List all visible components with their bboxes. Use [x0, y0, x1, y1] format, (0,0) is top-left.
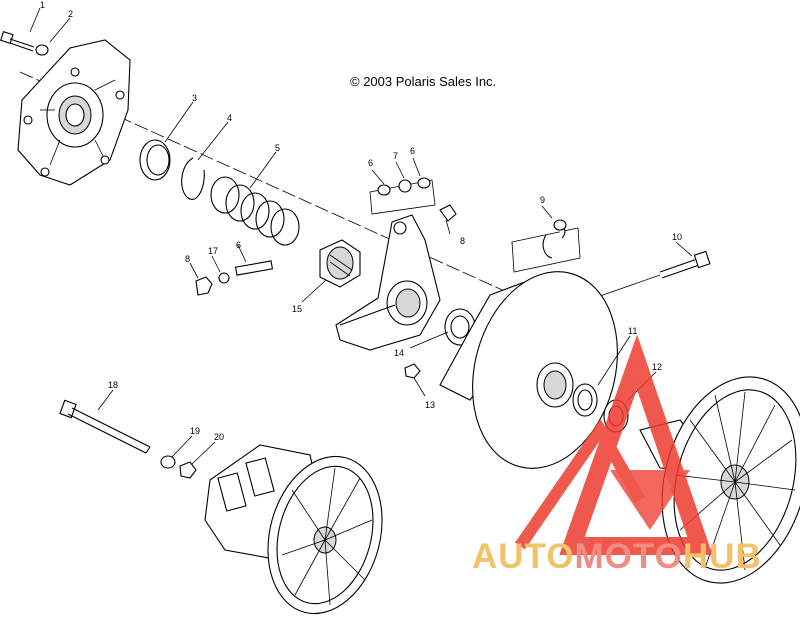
- watermark-logo: [515, 334, 713, 555]
- washer-part: [35, 44, 49, 56]
- callout-6b: 6: [410, 146, 415, 156]
- callout-10: 10: [672, 232, 682, 242]
- bushing-part: [511, 219, 581, 273]
- callout-3: 3: [192, 93, 197, 103]
- callout-13: 13: [425, 400, 435, 410]
- callout-20: 20: [214, 432, 224, 442]
- pin-group: [195, 260, 274, 296]
- callout-1: 1: [40, 0, 45, 10]
- bolt-18: [59, 399, 151, 454]
- spring-part: [210, 176, 300, 246]
- snap-ring: [181, 157, 205, 200]
- washer-19: [160, 455, 176, 469]
- bearing-ring: [139, 139, 171, 181]
- callout-18: 18: [108, 380, 118, 390]
- watermark-text: AUTOMOTOHUB: [472, 537, 762, 576]
- callout-4: 4: [227, 113, 232, 123]
- spider-arm: [335, 214, 441, 351]
- callout-6c: 6: [236, 240, 241, 250]
- watermark-part-moto: MOTO: [575, 537, 683, 576]
- ring-11: [572, 383, 598, 417]
- callout-11: 11: [628, 326, 637, 336]
- long-bolt: [659, 250, 711, 279]
- callout-14: 14: [394, 348, 404, 358]
- callout-8a: 8: [185, 254, 190, 264]
- nut-13: [404, 363, 421, 379]
- bolt-part: [0, 30, 35, 52]
- callout-12: 12: [652, 362, 662, 372]
- callout-9: 9: [540, 195, 545, 205]
- roller-parts: [369, 177, 436, 215]
- callout-2: 2: [68, 9, 73, 19]
- copyright-text: © 2003 Polaris Sales Inc.: [350, 74, 496, 89]
- callout-5: 5: [275, 143, 280, 153]
- callout-15: 15: [292, 304, 302, 314]
- callout-17: 17: [208, 246, 218, 256]
- cover-plate: [17, 39, 131, 186]
- callout-8b: 8: [460, 236, 465, 246]
- callout-6a: 6: [368, 158, 373, 168]
- movable-sheave: [439, 271, 618, 469]
- watermark-part-hub: HUB: [683, 537, 762, 576]
- nut-20: [179, 461, 197, 479]
- cam-nut: [319, 239, 361, 288]
- axis-line-right: [599, 274, 661, 297]
- assembled-clutch: [204, 444, 383, 615]
- callout-19: 19: [190, 426, 200, 436]
- callout-7: 7: [393, 151, 398, 161]
- plug-part: [439, 204, 457, 222]
- watermark-part-auto: AUTO: [472, 537, 575, 576]
